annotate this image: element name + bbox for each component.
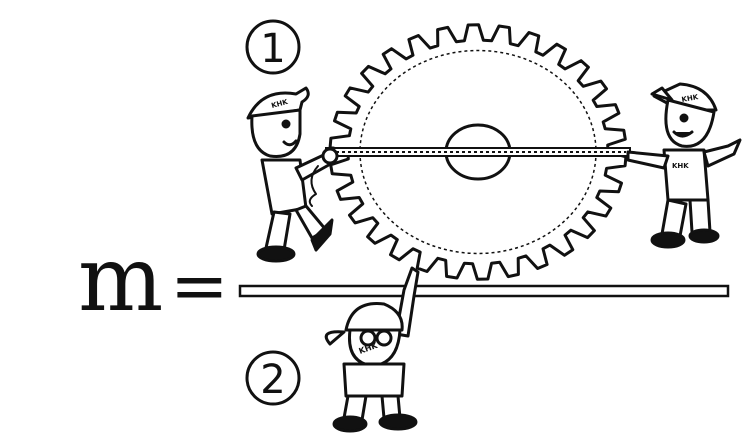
gear-illustration bbox=[325, 23, 631, 281]
equals-sign: = bbox=[170, 245, 229, 327]
module-symbol: m bbox=[78, 227, 161, 332]
worker-right-cap-text: KHK bbox=[681, 93, 699, 104]
fraction-bar bbox=[238, 284, 730, 298]
worker-left-figure: KHK bbox=[246, 86, 339, 263]
step-1-marker: 1 bbox=[245, 19, 301, 75]
step-2-marker: 2 bbox=[245, 350, 301, 406]
worker-right-figure: KHK KHK bbox=[626, 82, 742, 249]
worker-right-shirt-text: KHK bbox=[672, 162, 689, 170]
worker-bottom-figure: KHK bbox=[324, 266, 420, 433]
step-1-number: 1 bbox=[260, 26, 285, 72]
step-2-number: 2 bbox=[260, 357, 285, 403]
